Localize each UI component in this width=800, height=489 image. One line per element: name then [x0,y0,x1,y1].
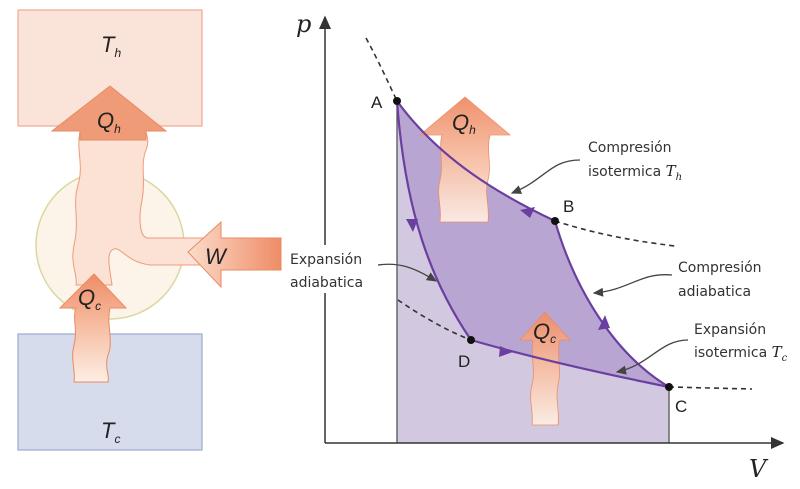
svg-text:isotermica Th: isotermica Th [588,162,682,183]
point-a-label: A [371,93,383,112]
point-b-label: B [563,197,574,216]
cold-reservoir-label: Tc [101,418,120,446]
pv-qh-label: Qh [452,110,476,137]
dir-arrow-ab [520,207,535,218]
curve-a-b [396,100,556,222]
hot-reservoir-label: Th [101,32,121,60]
curve-b-c [553,220,670,388]
annotation-isothermal-hot: Compresión isotermica Th [510,140,682,194]
point-a [393,97,401,105]
dir-arrow-bc [598,315,610,330]
point-c [665,383,673,391]
curve-c-d [470,338,670,389]
dir-arrow-dc [499,346,513,357]
pv-diagram: p V A B C D Qh Qc Compresión isotermica … [286,10,788,483]
dir-arrow-da [406,219,418,232]
annotation-isothermal-cold: Expansión isotermica Tc [615,322,788,375]
point-c-label: C [675,397,687,416]
svg-text:adiabatica: adiabatica [678,284,751,300]
svg-text:Expansión: Expansión [290,252,362,268]
pv-qc-label: Qc [533,319,556,346]
svg-text:Expansión: Expansión [694,322,766,338]
qh-arrow-head [50,85,168,141]
cold-isotherm-ext-right [668,386,753,390]
svg-text:adiabatica: adiabatica [290,275,363,291]
curve-d-a [395,100,472,341]
pv-qc-arrow [519,311,571,426]
work-label: W [205,244,228,269]
cold-reservoir-box [17,333,203,451]
work-area-under [397,101,669,443]
hot-isotherm-ext-right [554,220,676,247]
annotation-adiabatic-expansion: Expansión adiabatica [286,245,438,293]
x-axis-label: V [749,455,769,483]
cold-isotherm-ext-left [397,299,472,341]
heat-engine-schematic: Th Tc Qh Qc W [17,9,282,451]
work-arrow [187,220,282,289]
y-axis-label: p [296,10,311,38]
qc-arrow [58,273,128,383]
annotation-adiabatic-compression: Compresión adiabatica [592,260,762,300]
point-d-label: D [458,352,470,371]
svg-text:Compresión: Compresión [678,260,762,276]
qc-label: Qc [78,285,101,313]
svg-text:Compresión: Compresión [588,140,672,156]
point-d [467,336,475,344]
qh-label: Qh [97,108,121,136]
pv-qh-arrow [418,96,512,223]
hot-isotherm-ext-left [365,37,398,102]
point-b [551,217,559,225]
svg-text:isotermica Tc: isotermica Tc [694,343,788,364]
